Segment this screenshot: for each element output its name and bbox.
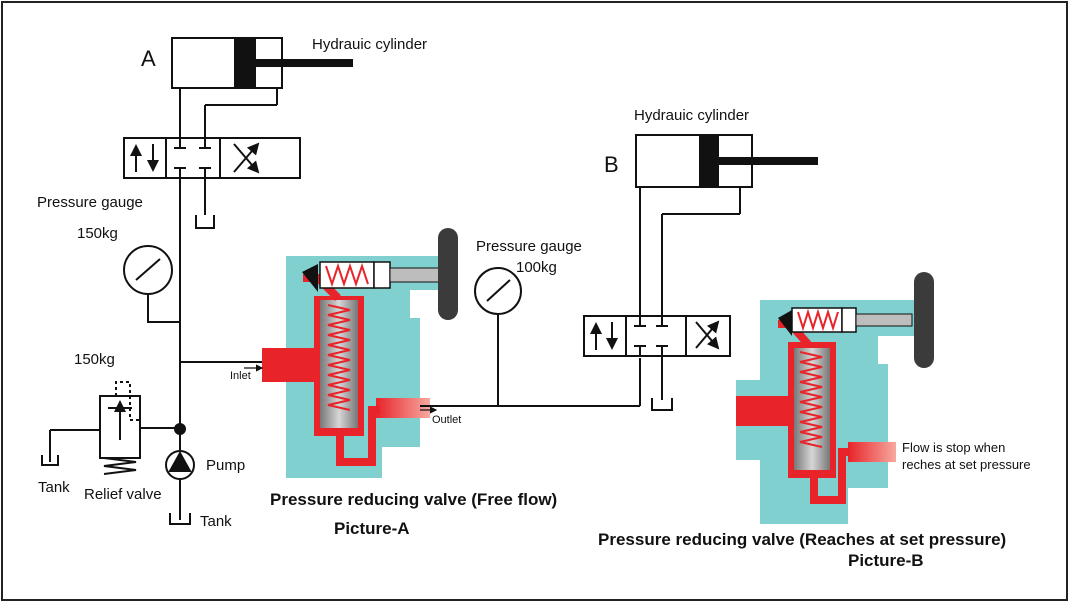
pressure-line-a xyxy=(140,178,265,450)
label-pressure-gauge-b: Pressure gauge xyxy=(476,238,582,255)
reducing-valve-a xyxy=(262,228,458,478)
label-pressure-gauge-a: Pressure gauge xyxy=(37,194,143,211)
label-tank-bottom: Tank xyxy=(200,513,232,530)
cylinder-b xyxy=(635,134,818,316)
label-picture-b-letter: B xyxy=(604,152,619,177)
label-outlet: Outlet xyxy=(432,414,462,426)
relief-valve xyxy=(41,381,141,475)
label-relief-valve: Relief valve xyxy=(84,486,162,503)
reduced-pressure-line xyxy=(420,314,641,407)
label-gauge-a-value: 150kg xyxy=(77,225,118,242)
caption-picture-a-sub: Picture-A xyxy=(334,519,410,538)
label-gauge-b-value: 100kg xyxy=(516,259,557,276)
directional-valve-a xyxy=(123,137,301,179)
label-note-line1: Flow is stop when xyxy=(902,440,1006,455)
pressure-gauge-a xyxy=(123,245,173,295)
label-note-line2: reches at set pressure xyxy=(902,457,1031,472)
label-pump: Pump xyxy=(206,457,246,474)
caption-picture-a-title: Pressure reducing valve (Free flow) xyxy=(270,490,558,509)
label-picture-a-letter: A xyxy=(141,46,156,71)
pressure-gauge-b xyxy=(474,267,522,315)
caption-picture-b-title: Pressure reducing valve (Reaches at set … xyxy=(598,530,1007,549)
pump-symbol xyxy=(165,423,195,525)
reducing-valve-b xyxy=(736,272,934,524)
directional-valve-b xyxy=(583,315,731,411)
caption-picture-b-sub: Picture-B xyxy=(848,551,924,570)
label-cylinder-b: Hydrauic cylinder xyxy=(634,107,750,124)
label-inlet: Inlet xyxy=(230,370,251,382)
label-tank-left: Tank xyxy=(38,479,70,496)
label-cylinder-a: Hydrauic cylinder xyxy=(312,36,428,53)
label-relief-setting: 150kg xyxy=(74,351,115,368)
cylinder-a xyxy=(171,37,353,138)
